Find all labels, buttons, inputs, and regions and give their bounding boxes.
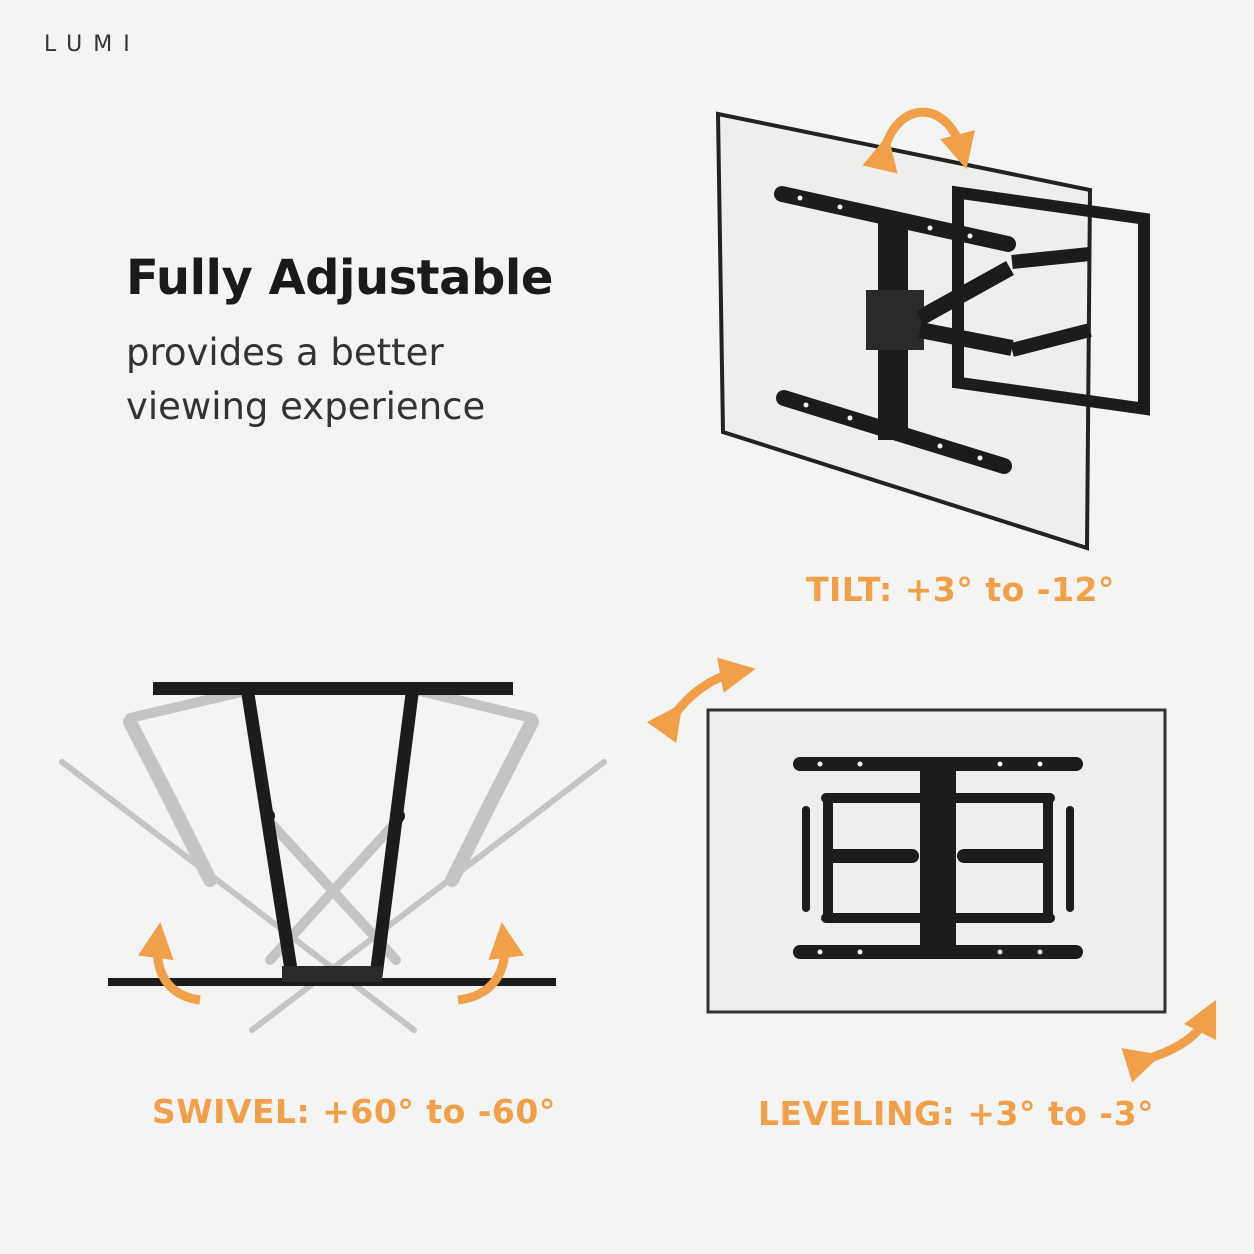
rail-holes: [797, 195, 983, 461]
wall-bracket: [282, 966, 382, 982]
swivel-caption: SWIVEL: +60° to -60°: [152, 1092, 556, 1131]
leveling-arrow-icon: [646, 657, 756, 744]
front-rail-holes: [817, 761, 1043, 955]
rear-frame: [952, 185, 1150, 416]
joint-left: [261, 809, 275, 823]
leveling-illustration: [646, 657, 1217, 1083]
swivel-arrow-icon: [137, 922, 201, 1005]
arm-outer: [1011, 247, 1091, 269]
subline-line-2: viewing experience: [126, 385, 486, 428]
tv-top-edge: [153, 682, 513, 695]
front-center-plate: [920, 770, 956, 950]
arm-outer-2: [1010, 323, 1092, 357]
brand-logo: LUMI: [44, 32, 141, 57]
swivel-arrow-icon-right: [457, 922, 525, 1005]
tilt-arrow-icon: [862, 107, 975, 174]
swivel-arm-left: [241, 692, 299, 978]
arm-upper: [916, 261, 1014, 325]
swivel-illustration: [59, 682, 607, 1033]
subline: provides a better viewing experience: [126, 326, 485, 434]
joint-right: [391, 809, 405, 823]
leveling-arrow-icon-bottom: [1121, 999, 1217, 1083]
tilt-caption: TILT: +3° to -12°: [806, 570, 1115, 609]
subline-line-1: provides a better: [126, 331, 444, 374]
arm-lower: [918, 322, 1014, 356]
tilt-illustration: [715, 107, 1150, 551]
leveling-caption: LEVELING: +3° to -3°: [758, 1094, 1155, 1133]
headline: Fully Adjustable: [126, 250, 553, 306]
swivel-arm-right: [369, 693, 419, 977]
pivot-block: [866, 290, 924, 350]
